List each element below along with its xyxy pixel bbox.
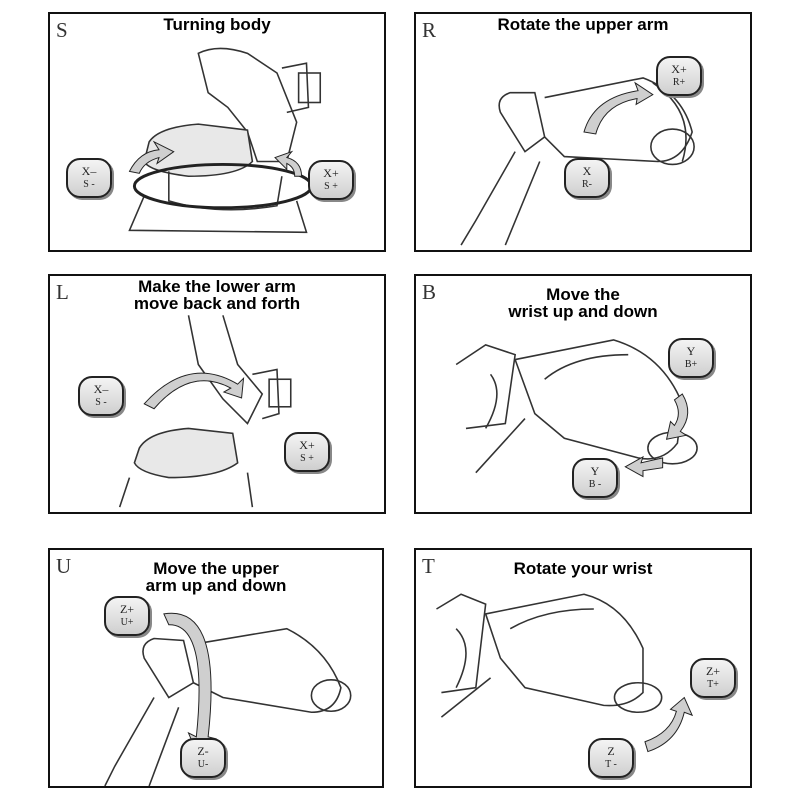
- axis-letter: R: [422, 18, 437, 42]
- key-label: X–: [81, 164, 97, 178]
- key-sublabel: R+: [672, 77, 686, 88]
- robot-base-illustration: [128, 47, 322, 234]
- jog-key-plus: X+ S +: [284, 432, 330, 472]
- panel-title: Move the wrist up and down: [416, 286, 750, 320]
- jog-key-plus: Y B+: [668, 338, 714, 378]
- jog-key-plus: X+ R+: [656, 56, 702, 96]
- panel-b: B Move the wrist up and down Y B+ Y B -: [414, 274, 752, 514]
- title-line: Turning body: [163, 15, 271, 34]
- key-sublabel: S +: [324, 181, 338, 192]
- jog-key-plus: Z+ T+: [690, 658, 736, 698]
- jog-key-plus: Z+ U+: [104, 596, 150, 636]
- panel-title: Rotate the upper arm: [416, 16, 750, 33]
- jog-key-plus: X+ S +: [308, 160, 354, 200]
- title-line: Make the lower arm: [138, 277, 296, 296]
- jog-key-minus: Z- U-: [180, 738, 226, 778]
- panel-r: R Rotate the upper arm X+ R+ X R-: [414, 12, 752, 252]
- panel-l: L Make the lower arm move back and forth…: [48, 274, 386, 514]
- axis-letter: S: [56, 18, 68, 42]
- key-sublabel: T -: [605, 759, 617, 770]
- key-sublabel: U+: [120, 617, 134, 628]
- key-label: Z: [607, 744, 615, 758]
- panel-title: Make the lower arm move back and forth: [50, 278, 384, 312]
- jog-key-minus: Y B -: [572, 458, 618, 498]
- axis-letter: B: [422, 280, 437, 304]
- key-label: Y: [590, 464, 600, 478]
- panel-s: S Turning body X– S - X+ S +: [48, 12, 386, 252]
- upper-arm-illustration: [460, 77, 695, 246]
- jog-key-minus: X R-: [564, 158, 610, 198]
- title-line: wrist up and down: [508, 302, 658, 321]
- key-sublabel: T+: [707, 679, 719, 690]
- title-line: Move the upper: [153, 559, 279, 578]
- key-sublabel: S -: [95, 397, 107, 408]
- key-label: Z+: [705, 664, 721, 678]
- panel-title: Move the upper arm up and down: [50, 560, 382, 594]
- panel-t: T Rotate your wrist Z+ T+ Z T -: [414, 548, 752, 788]
- title-line: Move the: [546, 285, 620, 304]
- wrist-rotate-illustration: [436, 593, 694, 753]
- axis-letter: L: [56, 280, 69, 304]
- lower-arm-illustration: [118, 315, 292, 508]
- key-label: X+: [323, 166, 339, 180]
- jog-key-minus: Z T -: [588, 738, 634, 778]
- title-line: Rotate the upper arm: [497, 15, 669, 34]
- key-label: Y: [686, 344, 696, 358]
- axis-letter: T: [422, 554, 435, 578]
- key-sublabel: U-: [197, 759, 209, 770]
- jog-key-minus: X– S -: [66, 158, 112, 198]
- jog-key-minus: X– S -: [78, 376, 124, 416]
- wrist-bend-illustration: [455, 339, 698, 478]
- key-sublabel: B+: [684, 359, 698, 370]
- key-sublabel: S -: [83, 179, 95, 190]
- title-line: arm up and down: [145, 576, 287, 595]
- key-label: Z-: [197, 744, 209, 758]
- panel-u: U Move the upper arm up and down Z+ U+ Z…: [48, 548, 384, 788]
- key-sublabel: R-: [582, 179, 592, 190]
- panel-title: Rotate your wrist: [416, 560, 750, 577]
- key-label: Z+: [119, 602, 135, 616]
- title-line: Rotate your wrist: [513, 559, 653, 578]
- key-label: X–: [93, 382, 109, 396]
- key-sublabel: S +: [300, 453, 314, 464]
- panel-title: Turning body: [50, 16, 384, 33]
- key-label: X: [582, 164, 592, 178]
- axis-letter: U: [56, 554, 72, 578]
- key-label: X+: [299, 438, 315, 452]
- title-line: move back and forth: [133, 294, 301, 313]
- key-label: X+: [671, 62, 687, 76]
- key-sublabel: B -: [588, 479, 602, 490]
- upper-arm-lift-illustration: [104, 612, 352, 786]
